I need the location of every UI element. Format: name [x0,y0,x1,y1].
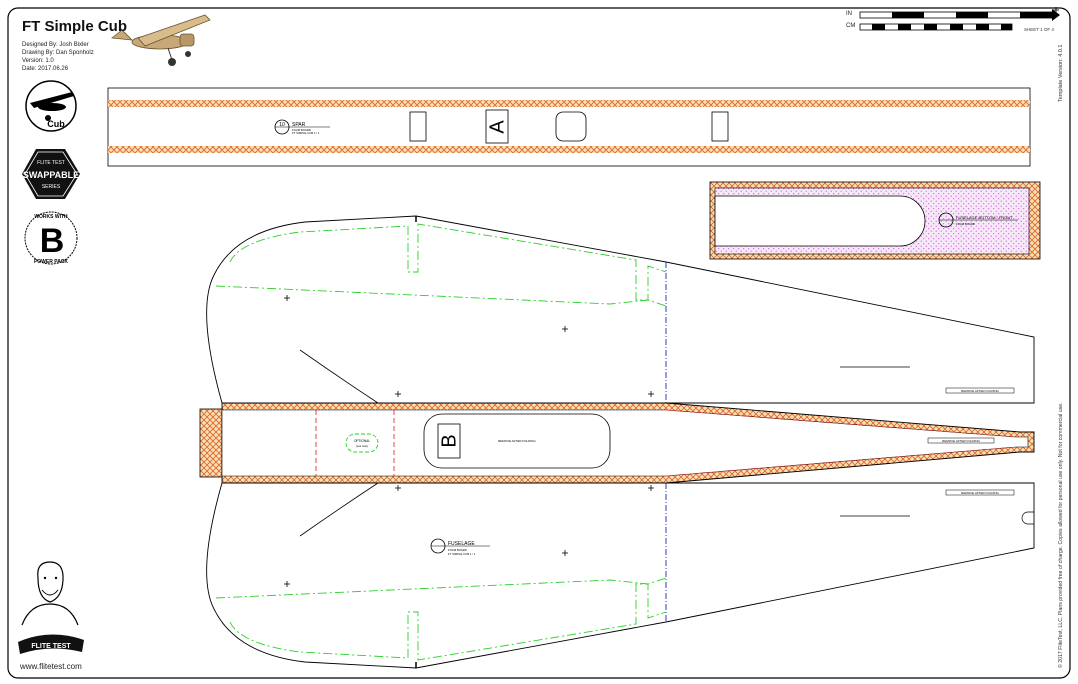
sheet-number: SHEET 1 OF 4 [1024,27,1054,32]
spar-part: A 10 SPAR FOAM BOARD FT SIMPLE CUB 1 / 1 [107,87,1031,167]
fuse-bottom-name: FUSELAGE BOTTOM / FRONT [956,215,1013,220]
pack-bot-text: POWER PACK [34,259,68,265]
spar-sub2: FT SIMPLE CUB 1 / 1 [292,131,320,135]
designer-portrait [21,561,79,626]
date: Date: 2017.06.26 [22,66,69,72]
designed-by: Designed By: Josh Bixler [22,42,89,48]
spar-name: SPAR [292,122,306,128]
spar-number: 10 [279,122,285,128]
fuselage-sub2: FT SIMPLE CUB 1 / 1 [448,552,476,556]
footer-logo-text: FLITE TEST [31,643,71,650]
remove-label-1: REMOVE AFTER FOLDING [961,389,999,393]
corner-mark [1053,7,1059,13]
page-title: FT Simple Cub [22,18,127,35]
flite-test-footer-logo: FLITE TEST [18,634,84,654]
swappable-mid-text: SWAPPABLE [23,170,79,180]
cub-logo-text: Cub [47,119,65,129]
remove-label-3: REMOVE AFTER FOLDING [498,439,536,443]
version: Version: 1.0 [22,58,54,64]
fuse-bottom-sub: FOAM BOARD [956,222,975,226]
inch-scale-bar [859,9,1060,21]
cub-logo: Cub [25,80,77,132]
cm-scale-bar [859,23,1013,31]
remove-label-4: REMOVE AFTER FOLDING [942,439,980,443]
remove-label-2: REMOVE AFTER FOLDING [961,491,999,495]
power-pack-badge: WORKS WITH B POWER PACK [24,211,78,265]
pack-top-text: WORKS WITH [34,214,68,220]
fuselage-name: FUSELAGE [448,541,475,547]
pack-letter-text: B [40,222,65,260]
copyright-notice: © 2017 FliteTest, LLC. Plans provided fr… [1058,402,1064,668]
swappable-bot-text: SERIES [42,184,61,190]
optional-sub-label: (see note) [356,444,368,448]
spar-sub1: FOAM BOARD [292,128,311,132]
cm-label: CM [846,23,856,29]
swappable-top-text: FLITE TEST [37,160,65,166]
template-version: Template Version: 4.0.1 [1058,44,1064,102]
drawing-by: Drawing By: Dan Sponholz [22,50,94,56]
optional-label: OPTIONAL [354,439,370,443]
part-letter-b: B [438,434,460,447]
swappable-series-badge: FLITE TEST SWAPPABLE SERIES [22,149,80,199]
lower-wing-half: REMOVE AFTER FOLDING FUSELAGE FOAM BOARD… [206,482,1035,669]
inch-label: IN [846,11,852,17]
fuselage-sub1: FOAM BOARD [448,548,467,552]
part-letter-a: A [486,120,508,134]
fuselage-center-strip: OPTIONAL (see note) B REMOVE AFTER FOLDI… [199,402,1035,484]
fuselage-bottom-front-part: FUSELAGE BOTTOM / FRONT FOAM BOARD [709,181,1041,260]
upper-wing-half: REMOVE AFTER FOLDING [206,215,1035,404]
sheet-border [7,7,1071,679]
airplane-illustration [110,14,211,66]
website-url: www.flitetest.com [20,662,82,671]
